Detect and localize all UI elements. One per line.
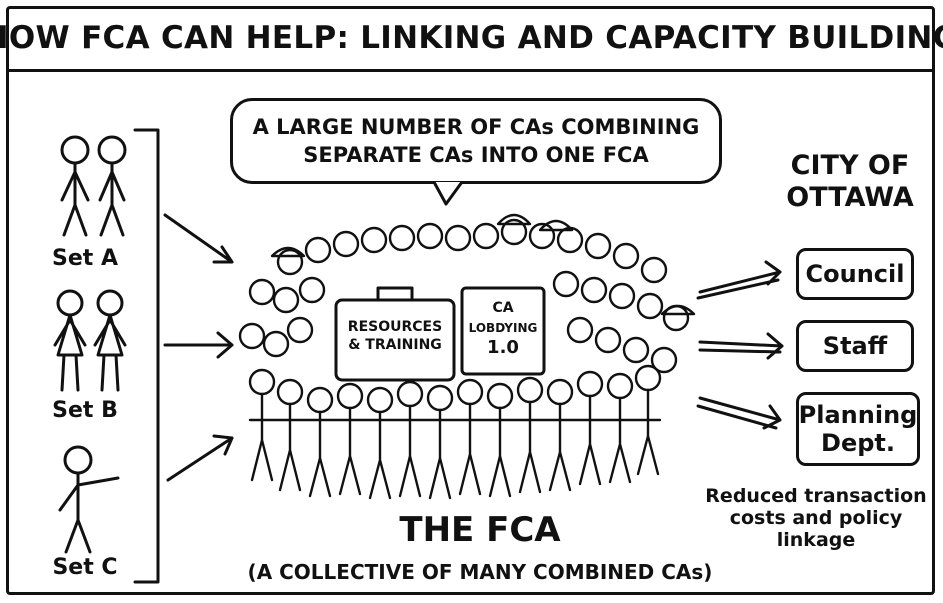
title-bar: HOW FCA CAN HELP: LINKING AND CAPACITY B… (0, 6, 943, 72)
book-line-2: LOBDYING (468, 321, 538, 335)
city-title-line-1: CITY OF (790, 150, 910, 181)
crowd-figures (238, 213, 696, 500)
council-label: Council (805, 260, 905, 288)
arrow-to-planning (696, 396, 782, 430)
arrow-set-c (166, 434, 234, 482)
book-label: CA LOBDYING 1.0 (462, 298, 544, 358)
set-b-label: Set B (52, 398, 118, 423)
set-b-figures (53, 289, 127, 392)
set-a-figures (60, 135, 127, 237)
speech-bubble-tail (432, 181, 464, 206)
outer-frame (6, 6, 935, 595)
page-title: HOW FCA CAN HELP: LINKING AND CAPACITY B… (0, 19, 943, 56)
arrow-set-a (163, 213, 234, 264)
fca-subtitle: (A COLLECTIVE OF MANY COMBINED CAs) (247, 560, 713, 584)
speech-line-2: SEPARATE CAs INTO ONE FCA (303, 143, 649, 167)
speech-bubble: A LARGE NUMBER OF CAs COMBINING SEPARATE… (230, 98, 722, 184)
set-a-label: Set A (52, 246, 118, 271)
planning-label-line-2: Dept. (821, 429, 895, 457)
arrow-to-council (696, 260, 782, 300)
council-box: Council (796, 248, 914, 300)
briefcase-line-1: RESOURCES (347, 319, 443, 335)
planning-dept-box: Planning Dept. (796, 392, 920, 466)
planning-label-line-1: Planning (798, 401, 918, 429)
book-icon (460, 286, 546, 376)
briefcase-label: RESOURCES & TRAINING (336, 318, 454, 354)
book-line-1: CA (492, 300, 514, 316)
staff-label: Staff (822, 332, 888, 360)
city-title: CITY OF OTTAWA (770, 150, 930, 214)
briefcase-icon (334, 298, 456, 382)
book-line-3: 1.0 (487, 337, 519, 358)
benefit-note: Reduced transaction costs and policy lin… (705, 485, 927, 551)
set-c-figure (58, 445, 120, 554)
arrow-to-staff (698, 332, 784, 360)
sets-bracket (133, 128, 160, 584)
city-title-line-2: OTTAWA (786, 182, 914, 213)
briefcase-line-2: & TRAINING (348, 337, 442, 353)
set-c-label: Set C (52, 555, 118, 580)
speech-line-1: A LARGE NUMBER OF CAs COMBINING (252, 115, 700, 139)
arrow-set-b (163, 331, 234, 359)
fca-title: THE FCA (399, 510, 561, 550)
staff-box: Staff (796, 320, 914, 372)
